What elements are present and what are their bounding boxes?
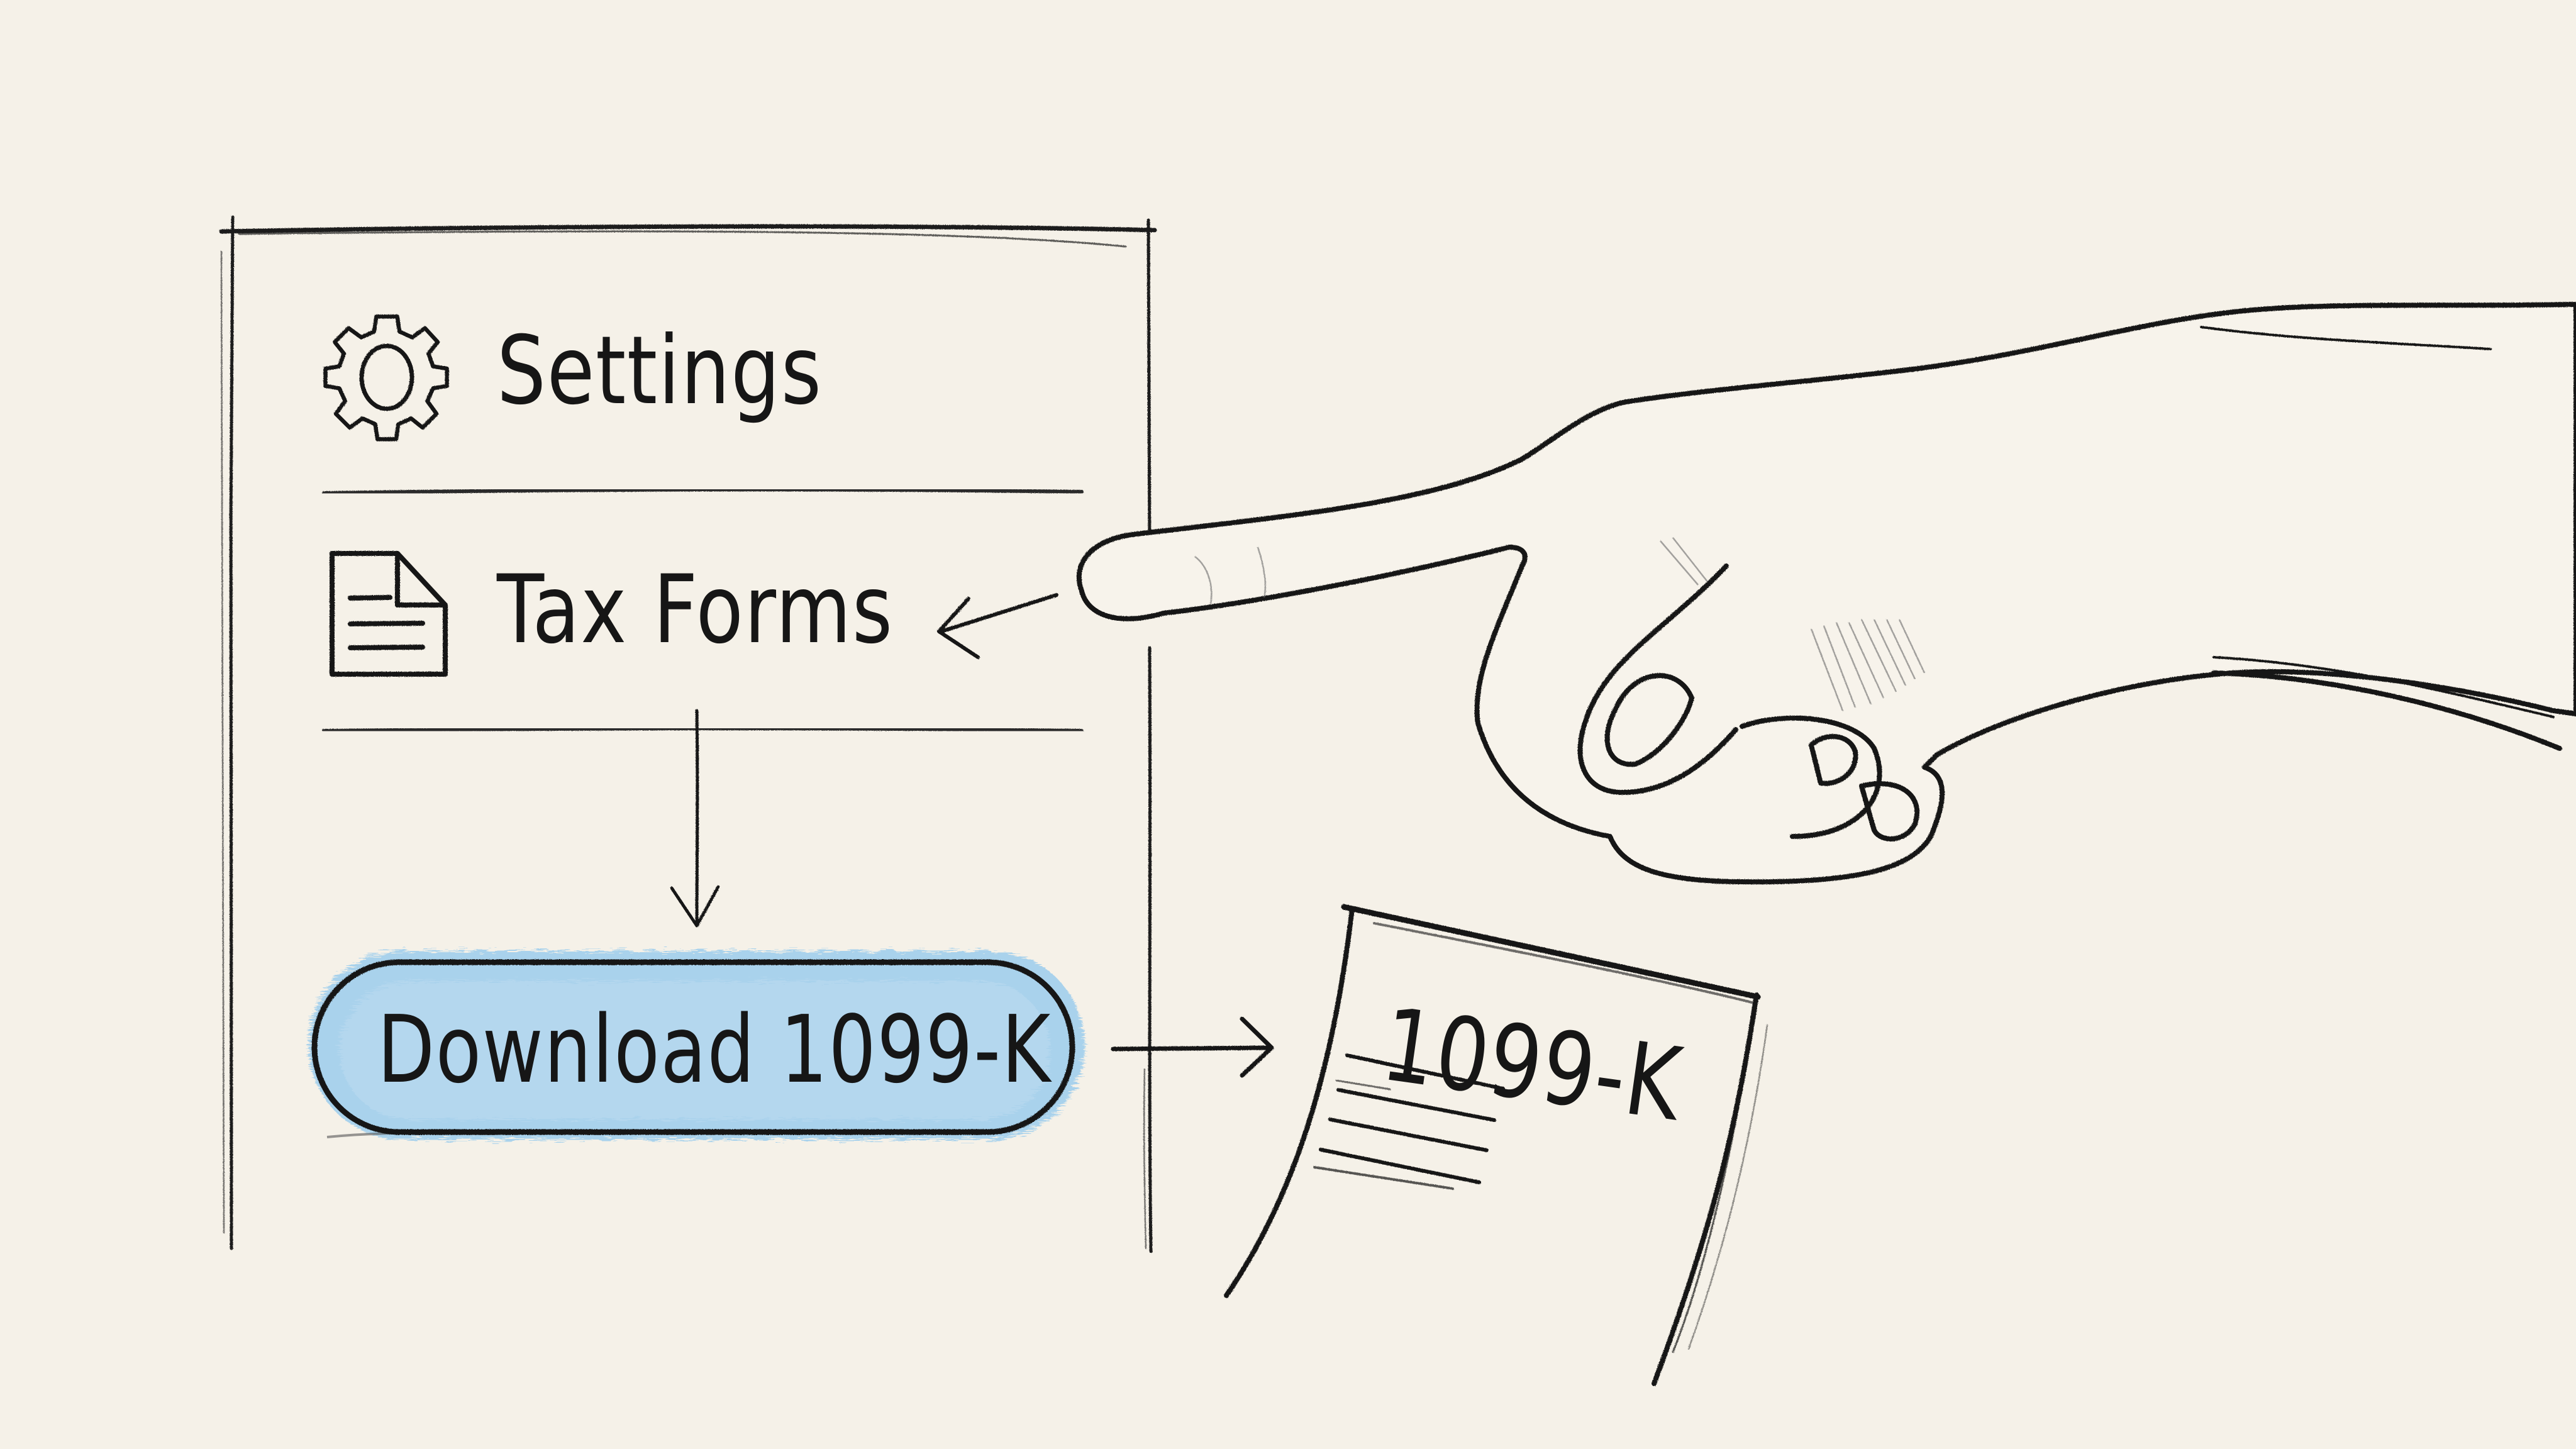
gear-icon <box>323 314 449 441</box>
menu-item-tax-forms-label: Tax Forms <box>497 555 894 665</box>
download-button-fill <box>308 951 1085 1140</box>
arrow-left-icon <box>937 593 1058 659</box>
menu-divider <box>322 487 1084 495</box>
arrow-down-icon <box>670 709 720 928</box>
pointing-hand-icon <box>1076 302 2576 885</box>
arrow-right-icon <box>1111 1016 1274 1078</box>
menu-divider <box>322 726 1084 733</box>
menu-item-settings-label: Settings <box>497 316 823 426</box>
hand-shading <box>1194 537 1926 711</box>
document-icon <box>330 551 448 677</box>
download-button-outline <box>311 959 1075 1135</box>
paper-document-icon <box>1224 904 1768 1386</box>
download-button-label: Download 1099-K <box>377 996 1052 1104</box>
